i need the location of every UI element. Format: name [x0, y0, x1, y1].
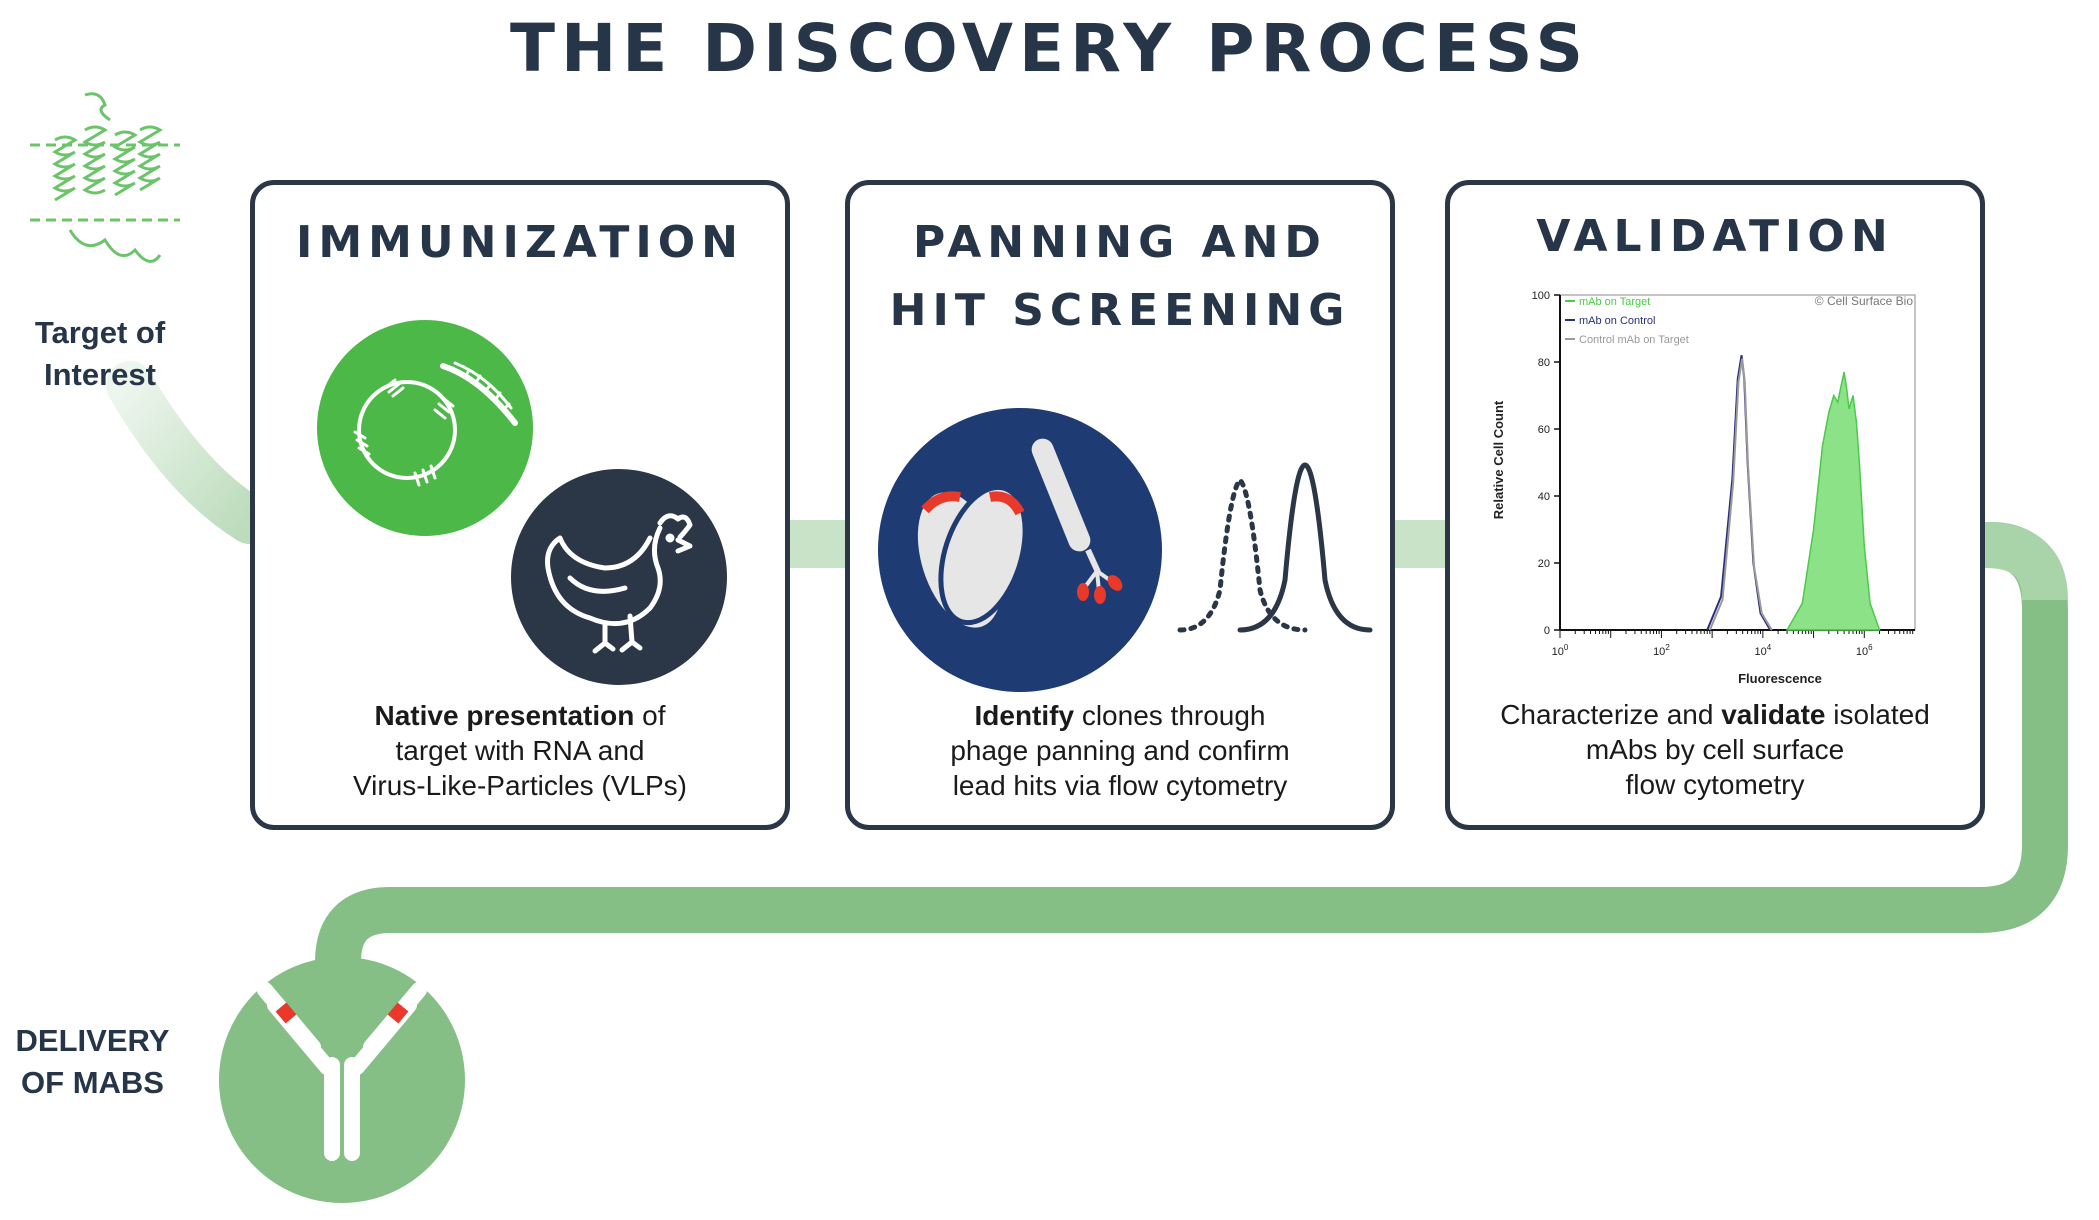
y-axis-label: Relative Cell Count: [1491, 400, 1506, 519]
step-card-panning: PANNING AND HIT SCREENING Identify clone…: [845, 180, 1395, 830]
chicken-icon: [511, 469, 727, 685]
y-tick-label: 20: [1538, 558, 1550, 570]
card-description: Identify clones through phage panning an…: [950, 700, 1290, 801]
card-title: VALIDATION: [1536, 211, 1894, 262]
x-tick-label: 100: [1552, 643, 1569, 658]
y-tick-label: 40: [1538, 491, 1550, 503]
legend-label: Control mAb on Target: [1579, 334, 1689, 346]
card-title: PANNING AND HIT SCREENING: [889, 217, 1351, 336]
step-card-immunization: IMMUNIZATION Native p: [250, 180, 790, 830]
rna-plasmid-icon: [317, 320, 533, 536]
card-title: IMMUNIZATION: [295, 217, 745, 268]
antibody-icon: [219, 957, 465, 1203]
card-description: Characterize and validate isolated mAbs …: [1500, 699, 1930, 800]
target-of-interest-label: Target of Interest: [34, 315, 166, 392]
delivery-of-mabs-label: DELIVERY OF MABS: [15, 1023, 170, 1100]
y-tick-label: 80: [1538, 357, 1550, 369]
legend-label: mAb on Control: [1579, 315, 1655, 327]
protein-structure-icon: [30, 92, 180, 263]
step-card-validation: VALIDATION 0 20 40 60 80 100 100 102 104 106 mAb …: [1445, 180, 1985, 830]
x-tick-label: 106: [1856, 643, 1873, 658]
y-tick-label: 0: [1544, 625, 1550, 637]
connector-2-3: [1390, 520, 1450, 568]
chart-marks-layer: 0 20 40 60 80 100 100 102 104 106: [1532, 290, 1916, 658]
chart-copyright: © Cell Surface Bio: [1815, 294, 1914, 308]
series-line-2: [1708, 358, 1773, 631]
path-start-segment: [106, 361, 274, 544]
flow-shift-peaks-icon: [1177, 462, 1373, 633]
y-tick-label: 100: [1532, 290, 1550, 302]
x-tick-label: 104: [1755, 643, 1772, 658]
y-tick-label: 60: [1538, 424, 1550, 436]
x-axis-label: Fluorescence: [1738, 671, 1822, 685]
page-title: THE DISCOVERY PROCESS: [509, 10, 1590, 87]
phage-panning-icon: [878, 408, 1162, 692]
series-line-1: [1706, 355, 1772, 631]
legend-label: mAb on Target: [1579, 296, 1650, 308]
x-tick-label: 102: [1653, 643, 1670, 658]
connector-1-2: [790, 520, 850, 568]
series-area-0: [1785, 371, 1881, 631]
card-description: Native presentation of target with RNA a…: [352, 700, 688, 801]
